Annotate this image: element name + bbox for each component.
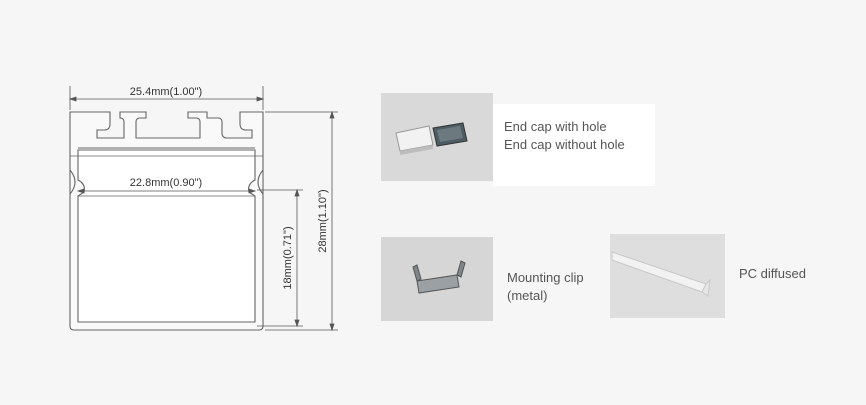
end-cap-illustration <box>381 93 493 181</box>
end-cap-panel <box>493 104 655 186</box>
mounting-clip-illustration <box>381 237 493 321</box>
width-dimension <box>68 86 265 110</box>
pc-diffuser-illustration <box>610 234 725 318</box>
end-cap-photo <box>381 93 493 181</box>
width-label: 25.4mm(1.00") <box>130 86 202 98</box>
mounting-clip-material-label: (metal) <box>507 288 548 303</box>
pc-diffuser-photo <box>610 234 725 318</box>
mounting-clip-photo <box>381 237 493 321</box>
inner-width-label: 22.8mm(0.90") <box>130 177 202 189</box>
profile-outline <box>69 111 264 331</box>
height-dimension <box>265 110 338 332</box>
end-cap-with-hole-label: End cap with hole <box>504 119 607 134</box>
inner-height-dimension <box>257 188 303 328</box>
end-cap-without-hole-label: End cap without hole <box>504 137 625 152</box>
height-label: 28mm(1.10") <box>317 189 329 252</box>
inner-width-dimension <box>76 188 257 194</box>
inner-height-label: 18mm(0.71") <box>282 226 294 289</box>
pc-diffused-label: PC diffused <box>739 266 806 281</box>
mounting-clip-label: Mounting clip <box>507 270 584 285</box>
